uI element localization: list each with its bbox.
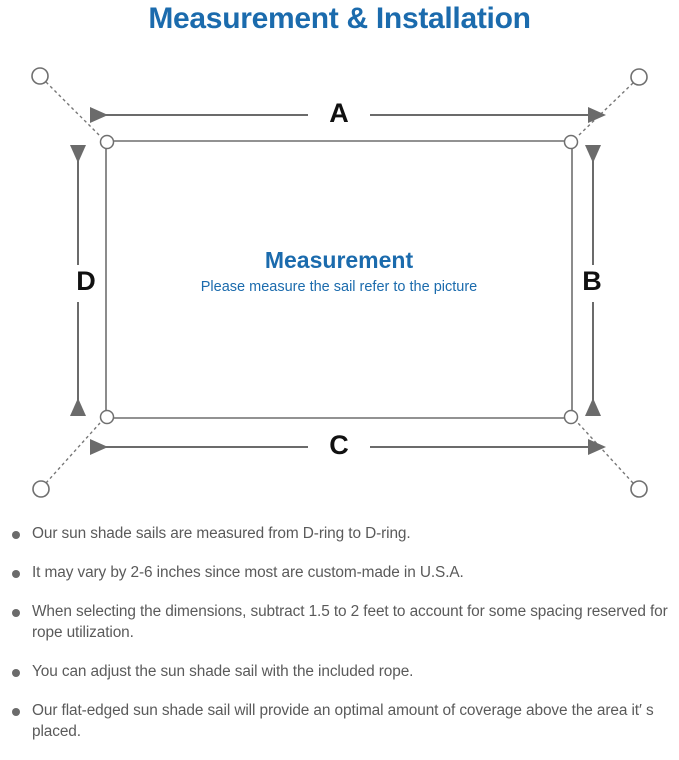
- bullet-icon: [12, 570, 20, 578]
- note-text: You can adjust the sun shade sail with t…: [32, 663, 414, 680]
- dimension-label-d: D: [76, 266, 96, 296]
- note-text: Our sun shade sails are measured from D-…: [32, 525, 411, 542]
- bullet-icon: [12, 609, 20, 617]
- list-item: You can adjust the sun shade sail with t…: [0, 661, 679, 682]
- rope-bottom-left: [45, 422, 101, 484]
- d-ring-top-right: [563, 134, 579, 150]
- bullet-icon: [12, 669, 20, 677]
- bullet-icon: [12, 708, 20, 716]
- bullet-icon: [12, 531, 20, 539]
- sail-measurement-diagram: Measurement Please measure the sail refe…: [0, 50, 679, 520]
- dimension-arrows: [70, 107, 606, 455]
- list-item: When selecting the dimensions, subtract …: [0, 601, 679, 643]
- d-ring-top-left: [99, 134, 115, 150]
- anchor-point-bottom-left: [32, 480, 50, 498]
- d-rings: [99, 134, 579, 425]
- anchor-point-bottom-right: [630, 480, 648, 498]
- d-ring-bottom-left: [99, 409, 115, 425]
- list-item: It may vary by 2-6 inches since most are…: [0, 562, 679, 583]
- rope-bottom-right: [577, 422, 634, 484]
- anchor-point-top-left: [31, 67, 49, 85]
- note-text: It may vary by 2-6 inches since most are…: [32, 564, 464, 581]
- anchor-points: [31, 67, 648, 498]
- rope-top-left: [45, 81, 101, 137]
- page-title: Measurement & Installation: [148, 2, 531, 35]
- d-ring-bottom-right: [563, 409, 579, 425]
- list-item: Our flat-edged sun shade sail will provi…: [0, 700, 679, 742]
- notes-list: Our sun shade sails are measured from D-…: [0, 523, 679, 760]
- rope-top-right: [577, 82, 634, 137]
- list-item: Our sun shade sails are measured from D-…: [0, 523, 679, 544]
- note-text: When selecting the dimensions, subtract …: [32, 603, 668, 641]
- note-text: Our flat-edged sun shade sail will provi…: [32, 702, 654, 740]
- anchor-point-top-right: [630, 68, 648, 86]
- sail-rectangle: [105, 140, 573, 419]
- diagram-svg: [31, 67, 648, 498]
- dimension-label-b: B: [582, 266, 602, 296]
- dimension-label-a: A: [329, 98, 349, 128]
- dimension-label-c: C: [329, 430, 349, 460]
